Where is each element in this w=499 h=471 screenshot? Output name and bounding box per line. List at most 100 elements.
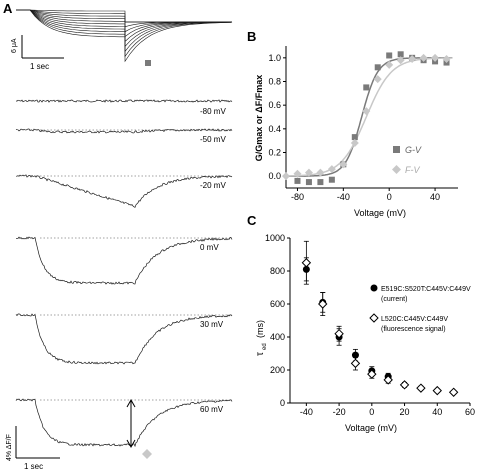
panel-c-y-tick-label: 400 [270, 332, 285, 342]
amplitude-arrow-head-top [126, 398, 136, 408]
panel-b-gv-point [363, 84, 370, 91]
panel-b-y-tick-label: 1.0 [268, 53, 281, 63]
fluorescence-trace [15, 99, 233, 103]
fluorescence-trace [15, 398, 233, 448]
fluorescence-trace [15, 313, 233, 365]
fluor-scale-time: 1 sec [24, 462, 43, 471]
panel-label-c: C [247, 213, 257, 228]
current-scale-time: 1 sec [30, 62, 49, 71]
fluorescence-trace [15, 128, 233, 134]
panel-b-xlabel: Voltage (mV) [354, 208, 406, 218]
panel-b-gv-point [328, 176, 335, 183]
panel-b-fv-point [408, 55, 417, 64]
panel-b-axes: -80 -40 0 40 0.0 0.2 0.4 0.6 0.8 1.0 [268, 46, 458, 202]
panel-c-fluor-point [432, 385, 442, 396]
panel-b-gv-point [317, 179, 324, 186]
tail-marker-square [145, 60, 151, 66]
panel-c-ylabel-sub: ed [262, 343, 268, 350]
panel-b-fv-point [362, 107, 371, 116]
panel-c-fluor-point [448, 387, 459, 397]
panel-b-x-tick-label: -80 [291, 192, 304, 202]
current-trace [16, 9, 232, 33]
panel-c-fluor-point [383, 375, 393, 385]
panel-b-fv-point [339, 160, 348, 169]
panel-b-fv-point [316, 168, 325, 177]
legend-fluor-note: (fluorescence signal) [381, 326, 446, 333]
panel-c-fluor-point [416, 383, 426, 393]
fluor-scale-label: 4% ΔF/F [6, 434, 13, 461]
panel-c-y-tick-label: 0 [280, 398, 285, 408]
current-trace [16, 9, 233, 63]
panel-c-x-tick-label: 60 [465, 407, 475, 417]
panel-b-fv-point [327, 165, 336, 174]
panel-label-a: A [3, 1, 13, 16]
panel-b-x-tick-label: -40 [337, 192, 350, 202]
legend-fv-marker [392, 165, 401, 174]
panel-b-gv-point [397, 51, 404, 58]
panel-b-y-tick-label: 0.4 [268, 124, 281, 134]
legend-fluor-marker [369, 313, 379, 323]
panel-c-y-tick-label: 800 [270, 266, 285, 276]
panel-b-y-tick-label: 0.0 [268, 171, 281, 181]
panel-b-fv-point [304, 168, 313, 177]
panel-c-fluor-point [301, 258, 312, 268]
trace-voltage-label: 30 mV [200, 320, 224, 329]
panel-c-current-point [351, 351, 359, 359]
legend-fv-label: F-V [405, 165, 420, 175]
panel-b-ylabel: G/Gmax or ΔF/Fmax [254, 75, 264, 162]
legend-current-marker [370, 284, 378, 292]
panel-b-fv-point [293, 169, 302, 178]
panel-b-x-tick-label: 0 [387, 192, 392, 202]
panel-label-b: B [247, 29, 256, 44]
legend-current-name: E519C:S520T:C445V:C449V [381, 286, 471, 293]
panel-c-xlabel: Voltage (mV) [345, 423, 397, 433]
panel-b-y-tick-label: 0.6 [268, 100, 281, 110]
panel-c-x-tick-label: 20 [400, 407, 410, 417]
panel-b-gv-point [374, 64, 381, 71]
fluorescence-trace [15, 236, 233, 285]
panel-b-gv-point [351, 134, 358, 141]
panel-c-fluor-point [318, 299, 328, 309]
panel-c-x-tick-label: 40 [432, 407, 442, 417]
panel-b-fit-curve [285, 57, 453, 177]
panel-b-fit-curve [286, 57, 453, 177]
panel-c-y-tick-label: 600 [270, 299, 285, 309]
legend-gv-label: G-V [405, 145, 422, 155]
panel-c-fluor-point [367, 369, 377, 379]
panel-c-fluor-point [350, 358, 361, 369]
panel-b-gv-fv-chart: -80 -40 0 40 0.0 0.2 0.4 0.6 0.8 1.0 Voltage (mV)… [254, 46, 458, 218]
current-trace [16, 9, 233, 53]
panel-b-fv-point [396, 56, 405, 65]
legend-current-note: (current) [381, 296, 407, 303]
panel-c-ylabel-tau: τ [255, 352, 266, 356]
panel-b-fv-point [350, 139, 359, 148]
panel-c-marks [301, 240, 459, 397]
panel-b-fv-point [373, 75, 382, 84]
panel-b-fv-point [385, 60, 394, 69]
panel-c-fluor-point [399, 380, 410, 390]
panel-c-y-tick-label: 200 [270, 365, 285, 375]
panel-b-fv-point [419, 53, 428, 62]
panel-b-gv-point [386, 52, 393, 59]
panel-c-fluor-point [334, 328, 344, 339]
panel-c-x-tick-label: 0 [369, 407, 374, 417]
amplitude-arrow-head-bottom [126, 439, 136, 449]
panel-b-gv-point [294, 177, 301, 184]
current-scale-label: 6 μA [11, 38, 18, 53]
panel-b-fv-point [431, 53, 440, 62]
panel-b-fv-point [442, 55, 451, 64]
panel-b-fv-point [282, 172, 290, 181]
panel-c-current-point [302, 265, 310, 273]
fv-marker-diamond [142, 449, 152, 459]
panel-b-x-tick-label: 40 [430, 192, 440, 202]
panel-b-marks [282, 51, 453, 186]
panel-b-y-tick-label: 0.8 [268, 77, 281, 87]
panel-b-y-tick-label: 0.2 [268, 148, 281, 158]
panel-c-x-tick-label: -20 [333, 407, 346, 417]
trace-voltage-label: 0 mV [200, 243, 219, 252]
